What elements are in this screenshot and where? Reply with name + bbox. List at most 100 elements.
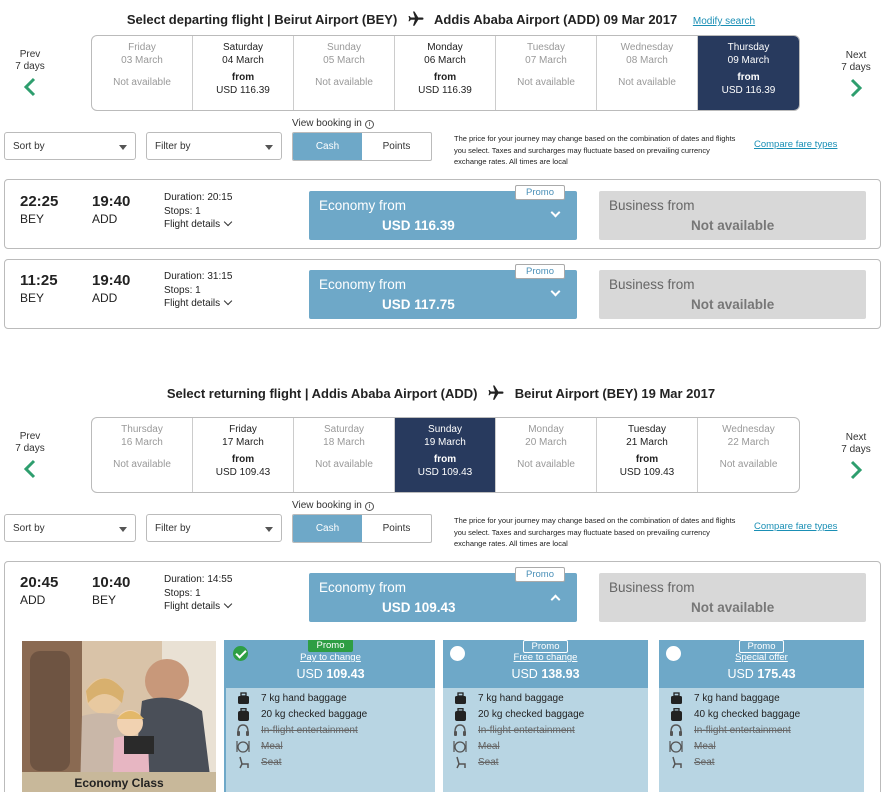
date-price: USD 109.43	[215, 467, 271, 478]
dropdown-arrow-icon	[119, 145, 127, 150]
date-weekday: Monday	[427, 42, 463, 53]
date-day: 16 March	[121, 437, 163, 448]
fare-feature-label: In-flight entertainment	[478, 725, 575, 736]
date-from-label: from	[635, 454, 659, 465]
checkmark-icon[interactable]	[233, 646, 248, 661]
outbound-sort-select[interactable]: Sort by	[4, 132, 136, 160]
date-weekday: Monday	[528, 424, 564, 435]
chevron-left-icon	[23, 77, 36, 97]
sort-label: Sort by	[13, 141, 45, 152]
date-price: Not available	[618, 77, 676, 88]
radio-button[interactable]	[450, 646, 465, 661]
fare-name[interactable]: Pay to change	[300, 652, 361, 663]
fare-feature-label: 7 kg hand baggage	[261, 693, 347, 704]
points-option[interactable]: Points	[382, 141, 411, 152]
inbound-prev-7-days[interactable]: Prev 7 days	[10, 431, 50, 479]
date-day: 03 March	[121, 55, 163, 66]
business-fare-box: Business from Not available	[599, 573, 866, 622]
outbound-filter-select[interactable]: Filter by	[146, 132, 282, 160]
inbound-sort-select[interactable]: Sort by	[4, 514, 136, 542]
duration-label: Duration:	[164, 192, 208, 203]
points-option[interactable]: Points	[382, 523, 411, 534]
fare-currency: USD	[511, 667, 542, 681]
departure-time: 20:45	[20, 574, 59, 591]
dropdown-arrow-icon	[119, 527, 127, 532]
chevron-down-icon	[223, 296, 233, 306]
duration-value: 14:55	[207, 574, 233, 585]
date-from-label: from	[433, 72, 457, 83]
departure-time: 11:25	[20, 272, 58, 289]
dropdown-arrow-icon	[265, 527, 273, 532]
inbound-next-7-days[interactable]: Next 7 days	[836, 432, 876, 480]
fare-feature-label: In-flight entertainment	[694, 725, 791, 736]
outbound-flight-row: 11:25 BEY 19:40 ADD Duration: 31:15 Stop…	[4, 259, 881, 329]
fare-feature: 7 kg hand baggage	[669, 692, 780, 705]
compare-fare-types-link[interactable]: Compare fare types	[754, 139, 838, 150]
date-day: 17 March	[222, 437, 264, 448]
fare-feature: In-flight entertainment	[669, 724, 791, 737]
info-icon[interactable]: i	[364, 502, 374, 511]
arrival-airport: BEY	[92, 593, 117, 607]
economy-fare-button[interactable]: Economy from USD 116.39 Promo	[309, 185, 577, 240]
seat-icon	[236, 756, 250, 769]
price-disclaimer: The price for your journey may change ba…	[454, 516, 736, 548]
flight-details-toggle[interactable]: Flight details	[164, 296, 233, 311]
flight-details-toggle[interactable]: Flight details	[164, 599, 233, 614]
next-sub: 7 days	[841, 62, 871, 73]
economy-label: Economy from	[319, 277, 407, 292]
modify-search-link[interactable]: Modify search	[692, 15, 756, 27]
fare-name[interactable]: Free to change	[513, 652, 578, 663]
outbound-origin: Beirut Airport (BEY)	[274, 11, 398, 27]
date-price: Not available	[517, 77, 575, 88]
date-day: 07 March	[525, 55, 567, 66]
fare-price: USD 175.43	[659, 667, 864, 681]
seat-icon	[669, 756, 683, 769]
prev-label: Prev	[19, 431, 41, 442]
inbound-origin: Addis Ababa Airport (ADD)	[311, 385, 478, 401]
economy-fare-button[interactable]: Economy from USD 109.43 Promo	[309, 567, 577, 622]
date-weekday: Saturday	[222, 42, 264, 53]
stops: Stops: 1	[164, 284, 232, 298]
flight-details-label: Flight details	[164, 219, 221, 230]
cash-option[interactable]: Cash	[293, 515, 362, 542]
duration: Duration: 20:15	[164, 191, 232, 205]
date-day: 22 March	[727, 437, 770, 448]
inbound-filter-select[interactable]: Filter by	[146, 514, 282, 542]
fare-feature: Meal	[669, 740, 716, 753]
cash-option[interactable]: Cash	[293, 133, 362, 160]
stops: Stops: 1	[164, 205, 232, 219]
duration-label: Duration:	[164, 574, 208, 585]
date-from-label: from	[231, 72, 255, 83]
outbound-next-7-days[interactable]: Next 7 days	[836, 50, 876, 98]
promo-badge: Promo	[522, 640, 569, 653]
outbound-currency-toggle: Cash Points	[292, 132, 432, 161]
info-icon[interactable]: i	[364, 120, 374, 129]
fare-feature-label: 40 kg checked baggage	[694, 709, 801, 720]
compare-fare-types-link[interactable]: Compare fare types	[754, 521, 838, 532]
promo-badge: Promo	[738, 640, 785, 653]
meal-icon	[453, 740, 467, 753]
economy-price: USD 116.39	[382, 218, 455, 233]
fare-name[interactable]: Special offer	[735, 652, 788, 663]
outbound-prev-7-days[interactable]: Prev 7 days	[10, 49, 50, 97]
flight-details-toggle[interactable]: Flight details	[164, 217, 233, 232]
fare-feature-label: 7 kg hand baggage	[478, 693, 564, 704]
duration-label: Duration:	[164, 271, 208, 282]
inbound-currency-toggle: Cash Points	[292, 514, 432, 543]
economy-fare-button[interactable]: Economy from USD 117.75 Promo	[309, 264, 577, 319]
departure-time: 22:25	[20, 193, 59, 210]
radio-button[interactable]	[666, 646, 681, 661]
